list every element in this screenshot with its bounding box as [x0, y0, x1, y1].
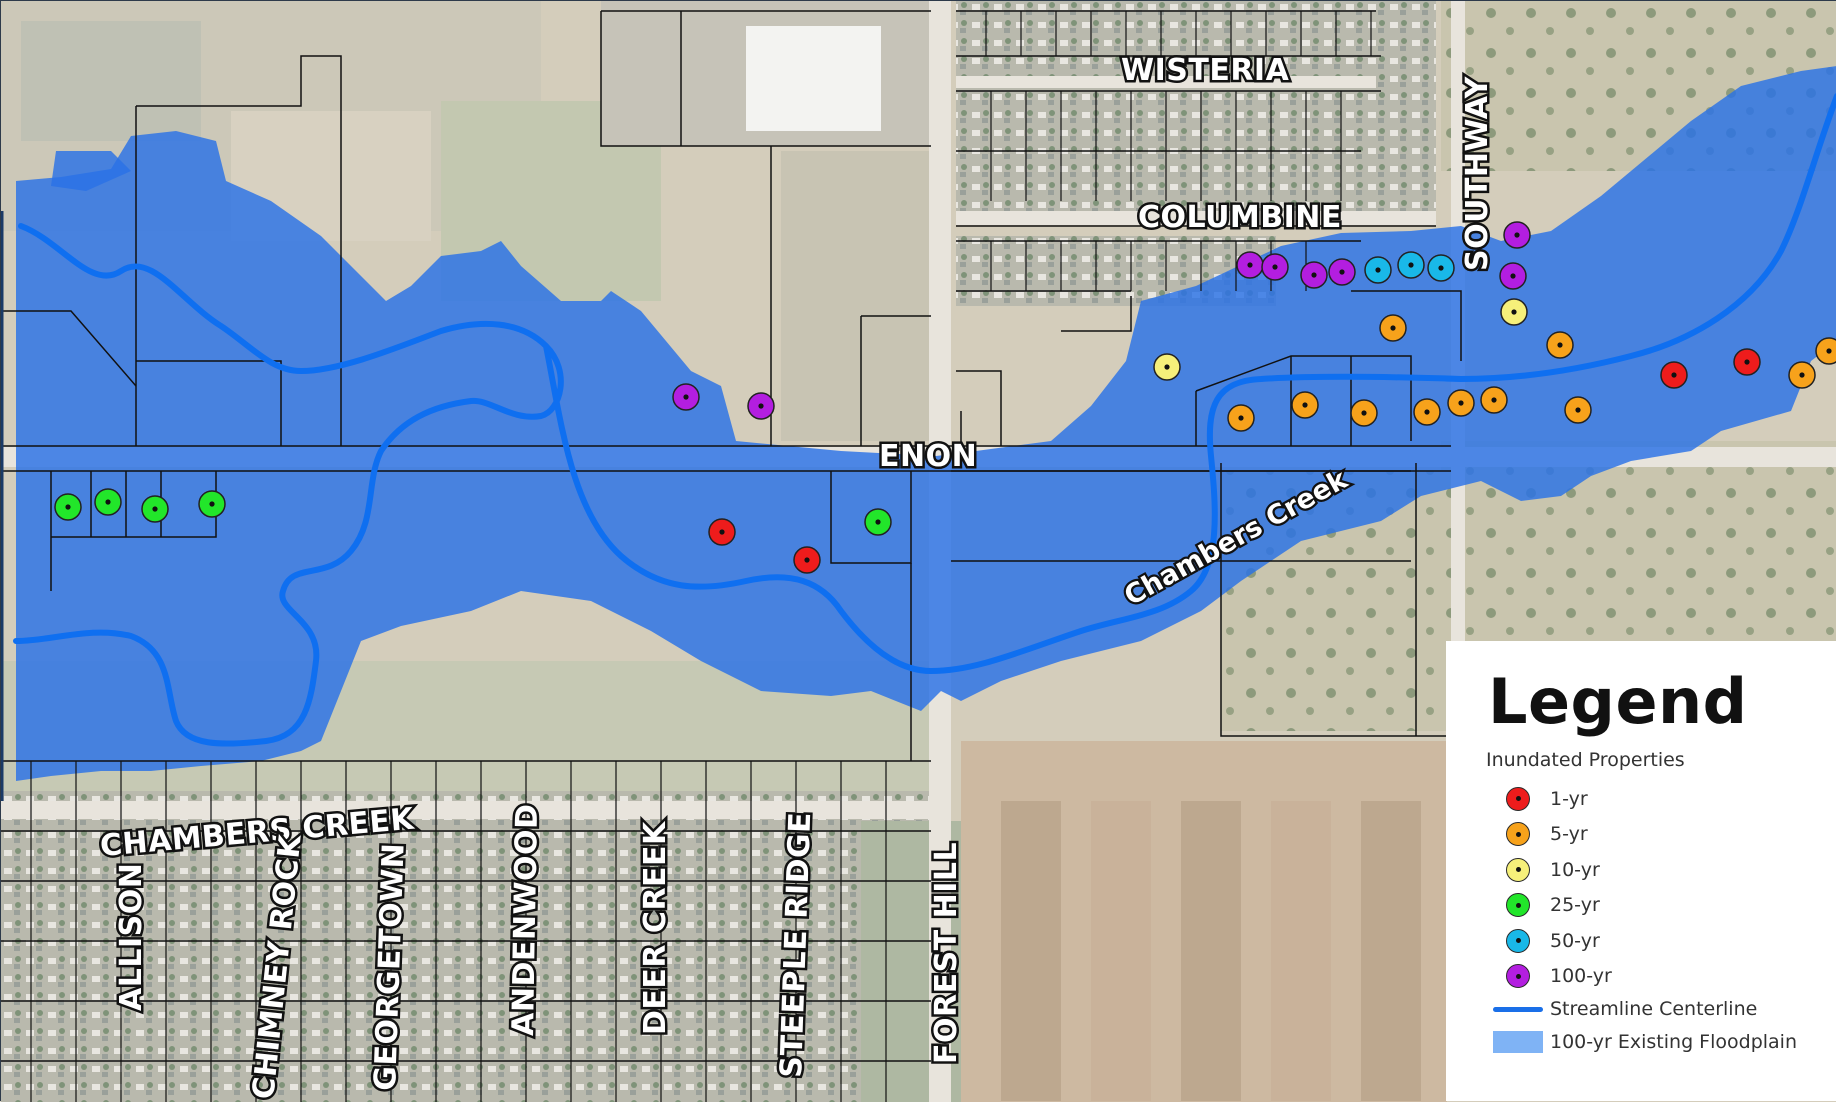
marker-10yr[interactable]: [1153, 353, 1181, 381]
marker-50yr[interactable]: [1364, 256, 1392, 284]
road-label-enon: ENON: [879, 439, 977, 474]
legend-subtitle: Inundated Properties: [1486, 749, 1685, 771]
marker-100yr[interactable]: [672, 383, 700, 411]
floodplain-lobe: [51, 151, 131, 191]
marker-100yr[interactable]: [1499, 262, 1527, 290]
legend-swatch: [1488, 784, 1548, 814]
legend-item-50yr: 50-yr: [1488, 923, 1836, 959]
legend-item-1yr: 1-yr: [1488, 781, 1836, 817]
legend-swatch: [1488, 855, 1548, 885]
legend-label: 10-yr: [1550, 858, 1600, 881]
legend-label: 25-yr: [1550, 894, 1600, 917]
legend-item-streamline: Streamline Centerline: [1488, 994, 1836, 1024]
road-label-deer-creek: DEER CREEK: [638, 820, 673, 1035]
marker-100yr[interactable]: [1300, 261, 1328, 289]
purple-dot-icon: [1506, 964, 1530, 989]
parcel-lines: [1, 10, 1462, 1062]
road-label-columbine: COLUMBINE: [1138, 200, 1342, 235]
marker-10yr[interactable]: [1500, 298, 1528, 326]
marker-5yr[interactable]: [1447, 389, 1475, 417]
parcel-grid-north: [985, 11, 1372, 291]
road-label-allison: ALLISON: [114, 863, 149, 1011]
legend-label: 100-yr: [1550, 965, 1612, 988]
marker-100yr[interactable]: [1328, 258, 1356, 286]
legend-label: 100-yr Existing Floodplain: [1550, 1031, 1797, 1053]
marker-1yr[interactable]: [708, 518, 736, 546]
marker-1yr[interactable]: [1733, 348, 1761, 376]
legend-swatch: [1488, 994, 1548, 1024]
map-legend: Legend Inundated Properties 1-yr 5-yr 10…: [1446, 641, 1836, 1101]
marker-25yr[interactable]: [94, 488, 122, 516]
marker-5yr[interactable]: [1227, 404, 1255, 432]
marker-5yr[interactable]: [1291, 391, 1319, 419]
road-label-wisteria: WISTERIA: [1121, 53, 1290, 88]
marker-5yr[interactable]: [1546, 331, 1574, 359]
legend-item-100yr: 100-yr: [1488, 959, 1836, 995]
floodplain-area: [16, 66, 1836, 781]
marker-100yr[interactable]: [1236, 251, 1264, 279]
legend-label: 1-yr: [1550, 787, 1588, 810]
marker-50yr[interactable]: [1427, 254, 1455, 282]
marker-25yr[interactable]: [198, 490, 226, 518]
legend-item-10yr: 10-yr: [1488, 852, 1836, 888]
marker-5yr[interactable]: [1480, 386, 1508, 414]
marker-100yr[interactable]: [1503, 221, 1531, 249]
marker-5yr[interactable]: [1564, 396, 1592, 424]
marker-5yr[interactable]: [1379, 314, 1407, 342]
marker-5yr[interactable]: [1788, 361, 1816, 389]
streamline-icon: [1493, 1006, 1543, 1012]
marker-5yr[interactable]: [1413, 398, 1441, 426]
parcel-grid-south: [30, 761, 887, 1102]
legend-label: 50-yr: [1550, 929, 1600, 952]
road-label-southway: SOUTHWAY: [1460, 75, 1495, 271]
legend-swatch: [1488, 961, 1548, 991]
legend-swatch: [1488, 819, 1548, 849]
floodplain-swatch-icon: [1493, 1031, 1543, 1053]
legend-swatch: [1488, 926, 1548, 956]
legend-swatch: [1488, 890, 1548, 920]
road-label-andenwood: ANDENWOOD: [506, 803, 545, 1036]
green-dot-icon: [1506, 893, 1530, 918]
road-label-forest-hill: FOREST HILL: [929, 842, 964, 1064]
marker-25yr[interactable]: [141, 495, 169, 523]
legend-item-25yr: 25-yr: [1488, 888, 1836, 924]
marker-5yr[interactable]: [1815, 337, 1836, 365]
yellow-dot-icon: [1506, 857, 1530, 882]
marker-100yr[interactable]: [1261, 253, 1289, 281]
marker-25yr[interactable]: [54, 493, 82, 521]
legend-item-floodplain: 100-yr Existing Floodplain: [1488, 1024, 1836, 1060]
legend-label: 5-yr: [1550, 823, 1588, 846]
legend-title: Legend: [1488, 665, 1748, 738]
marker-25yr[interactable]: [864, 508, 892, 536]
property-markers[interactable]: [54, 221, 1836, 574]
orange-dot-icon: [1506, 822, 1530, 847]
marker-1yr[interactable]: [1660, 361, 1688, 389]
marker-1yr[interactable]: [793, 546, 821, 574]
legend-swatch: [1488, 1027, 1548, 1057]
marker-100yr[interactable]: [747, 392, 775, 420]
marker-5yr[interactable]: [1350, 399, 1378, 427]
legend-label: Streamline Centerline: [1550, 998, 1758, 1020]
blue-dot-icon: [1506, 928, 1530, 953]
streamline-centerline: [13, 93, 1836, 747]
marker-50yr[interactable]: [1397, 251, 1425, 279]
red-dot-icon: [1506, 786, 1530, 811]
legend-item-5yr: 5-yr: [1488, 817, 1836, 853]
